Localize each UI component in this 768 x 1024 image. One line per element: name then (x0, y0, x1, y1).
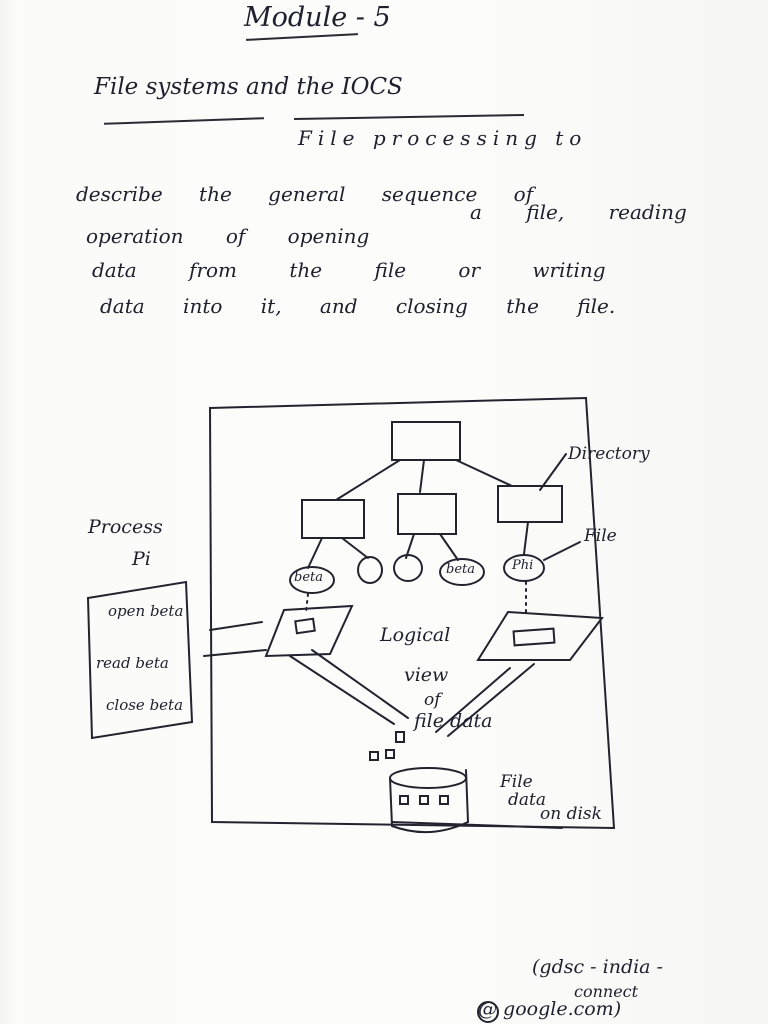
node-label-beta-1: beta (294, 570, 323, 585)
dir-box-1 (301, 499, 365, 539)
paragraph-line-6: data into it, and closing the file. (100, 294, 616, 318)
footer-line-3: @ google.com) (478, 998, 622, 1020)
section-heading: File systems and the IOCS (94, 74, 403, 100)
op-read: read beta (96, 654, 169, 672)
at-symbol-circle (477, 1001, 499, 1023)
footer-line-2: connect (574, 982, 639, 1001)
disk-label-3: on disk (540, 804, 602, 824)
leaf-node-phi (503, 554, 545, 582)
logical-view-left (264, 604, 354, 658)
frame-border (208, 396, 616, 830)
logical-view-line-3: of (424, 690, 441, 710)
process-sub-label: Pi (132, 548, 151, 570)
leaf-node-beta-1 (289, 566, 335, 594)
process-label: Process (88, 516, 163, 538)
page-title: Module - 5 (244, 2, 391, 33)
disk-top (389, 767, 467, 789)
op-close: close beta (106, 696, 184, 714)
logical-view-right (476, 610, 604, 661)
logical-view-line-2: view (404, 664, 449, 686)
leaf-node-2 (357, 556, 383, 584)
arrow-root-mid (419, 459, 425, 493)
disk-label-1: File (500, 772, 533, 792)
paragraph-line-1: File processing to (298, 126, 588, 150)
paragraph-line-5: data from the file or writing (92, 258, 606, 282)
dir-box-2 (397, 493, 457, 535)
logical-view-line-1: Logical (380, 624, 451, 646)
file-label: File (584, 526, 617, 546)
root-dir-box (391, 421, 461, 461)
op-open: open beta (108, 602, 184, 620)
leaf-node-3 (393, 554, 423, 582)
disk-side-left (389, 777, 393, 827)
disk-label-2: data (508, 790, 546, 810)
paragraph-line-2: describe the general sequence of (76, 182, 534, 206)
arrow-root-left (335, 459, 401, 501)
process-ops-box (86, 580, 194, 740)
directory-label: Directory (568, 444, 650, 464)
logical-view-line-4: file data (414, 710, 493, 732)
leaf-node-beta-2 (439, 558, 485, 586)
arrow-root-right (455, 459, 513, 487)
directory-pointer-arrow (539, 453, 567, 491)
node-label-beta-2: beta (446, 562, 475, 577)
footer-line-1: (gdsc - india - (532, 956, 663, 978)
dir-box-3 (497, 485, 563, 523)
paragraph-line-3: a file, reading (470, 200, 687, 224)
file-pointer-arrow (543, 541, 581, 561)
paragraph-line-4: operation of opening (86, 224, 370, 248)
node-label-phi: Phi (512, 558, 534, 573)
